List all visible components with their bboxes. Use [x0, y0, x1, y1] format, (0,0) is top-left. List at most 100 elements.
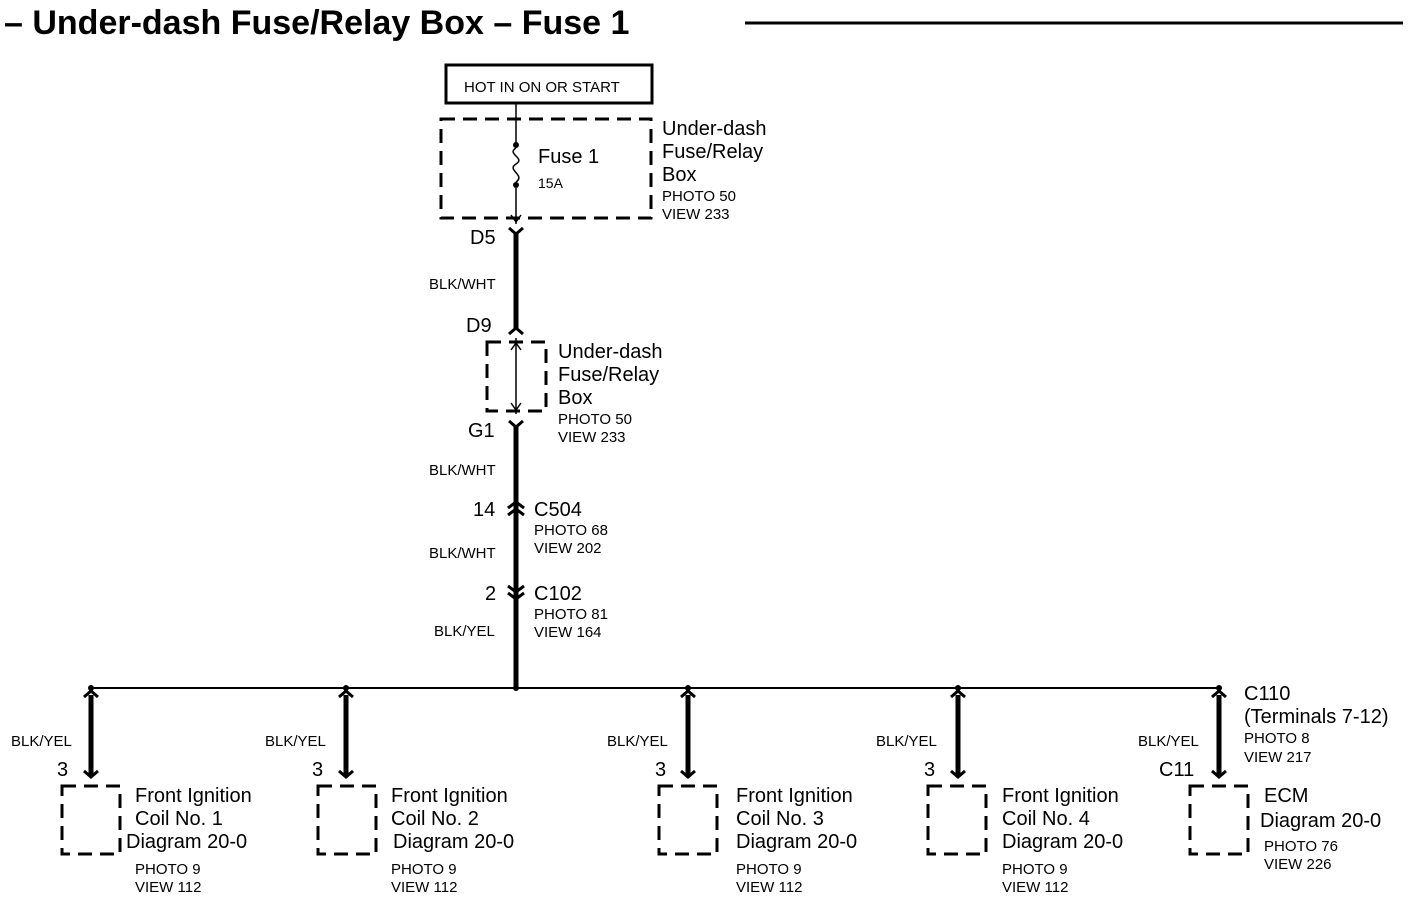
load-name-line: Diagram 20-0 [393, 831, 514, 853]
load-name-line: Coil No. 4 [1002, 808, 1090, 830]
c102-view: VIEW 164 [534, 624, 602, 641]
c102-photo: PHOTO 81 [534, 606, 608, 623]
load-name-line: Diagram 20-0 [126, 831, 247, 853]
load-photo: PHOTO 9 [736, 861, 802, 878]
load-name-line: Front Ignition [391, 785, 508, 807]
bus-tap-point [88, 685, 94, 691]
c102-connector-icon [507, 584, 525, 601]
load-pin: 3 [924, 759, 935, 781]
hot-label-box [444, 63, 654, 105]
c110-pin-icon [83, 689, 99, 699]
load-view: VIEW 112 [391, 879, 457, 896]
c504-name: C504 [534, 499, 582, 521]
fuse-box-name-line: Fuse/Relay [662, 141, 763, 163]
load-name-line: Front Ignition [736, 785, 853, 807]
load-pin: 3 [655, 759, 666, 781]
hot-label: HOT IN ON OR START [464, 79, 620, 96]
page-title: – Under-dash Fuse/Relay Box – Fuse 1 [4, 4, 629, 42]
relay-box-view: VIEW 233 [558, 429, 626, 446]
load-name-line: Diagram 20-0 [1002, 831, 1123, 853]
relay-box-name-line: Under-dash [558, 341, 663, 363]
load-name-line: Diagram 20-0 [736, 831, 857, 853]
load-pin: 3 [57, 759, 68, 781]
load-name-line: Coil No. 2 [391, 808, 479, 830]
relay-box-name-line: Fuse/Relay [558, 364, 659, 386]
load-view: VIEW 226 [1264, 856, 1332, 873]
fuse-rating: 15A [538, 175, 564, 191]
c110-photo: PHOTO 8 [1244, 730, 1310, 747]
fuse-name: Fuse 1 [538, 146, 599, 168]
load-pin: 3 [312, 759, 323, 781]
splice-point [513, 685, 519, 691]
fuse-box-view: VIEW 233 [662, 206, 730, 223]
fuse-box [439, 117, 653, 220]
load-photo: PHOTO 9 [1002, 861, 1068, 878]
relay-jumper [510, 338, 522, 414]
c102-name: C102 [534, 583, 582, 605]
load-name-line: Front Ignition [135, 785, 252, 807]
load-box [60, 784, 122, 856]
relay-box-photo: PHOTO 50 [558, 411, 632, 428]
load-branch: BLK/YEL C11 ECM Diagram 20-0 PHOTO 76 VI… [1138, 685, 1381, 873]
load-pin: C11 [1159, 759, 1194, 781]
fuse-symbol [510, 103, 522, 224]
load-wire-color: BLK/YEL [265, 733, 326, 750]
wire-color-label: BLK/WHT [429, 276, 496, 293]
c102-pin: 2 [485, 583, 496, 605]
load-box [657, 784, 719, 856]
load-connector-icon [950, 769, 966, 779]
load-connector-icon [680, 769, 696, 779]
bus-tap-point [955, 685, 961, 691]
fuse-box-photo: PHOTO 50 [662, 188, 736, 205]
load-name-line: ECM [1264, 785, 1308, 807]
load-branch: BLK/YEL 3 Front Ignition Coil No. 2 Diag… [265, 685, 514, 896]
wire-color-label: BLK/YEL [434, 623, 495, 640]
terminal-g1: G1 [468, 420, 495, 442]
wire-color-label: BLK/WHT [429, 545, 496, 562]
load-connector-icon [83, 769, 99, 779]
terminal-d5: D5 [470, 227, 496, 249]
c110-pin-icon [950, 689, 966, 699]
load-branch: BLK/YEL 3 Front Ignition Coil No. 3 Diag… [607, 685, 857, 896]
load-box [316, 784, 378, 856]
load-photo: PHOTO 76 [1264, 838, 1338, 855]
load-name-line: Front Ignition [1002, 785, 1119, 807]
terminal-d9: D9 [466, 315, 492, 337]
c110-pin-icon [338, 689, 354, 699]
load-name-line: Coil No. 3 [736, 808, 824, 830]
c110-view: VIEW 217 [1244, 749, 1312, 766]
c504-view: VIEW 202 [534, 540, 602, 557]
c504-pin: 14 [473, 499, 495, 521]
load-view: VIEW 112 [135, 879, 201, 896]
wire-color-label: BLK/WHT [429, 462, 496, 479]
load-connector-icon [338, 769, 354, 779]
load-wire-color: BLK/YEL [607, 733, 668, 750]
load-branch: BLK/YEL 3 Front Ignition Coil No. 4 Diag… [876, 685, 1123, 896]
c110-pin-icon [680, 689, 696, 699]
bus-tap-point [343, 685, 349, 691]
load-wire-color: BLK/YEL [876, 733, 937, 750]
load-box [926, 784, 988, 856]
relay-box-name-line: Box [558, 387, 592, 409]
d9-connector-icon [508, 326, 524, 336]
load-connector-icon [1211, 769, 1227, 779]
load-name-line: Coil No. 1 [135, 808, 223, 830]
fuse-box-name-line: Under-dash [662, 118, 767, 140]
bus-tap-point [685, 685, 691, 691]
c504-connector-icon [507, 500, 525, 517]
load-wire-color: BLK/YEL [1138, 733, 1199, 750]
fuse-box-name-line: Box [662, 164, 696, 186]
c110-name: C110 [1244, 683, 1290, 705]
c110-pin-icon [1211, 689, 1227, 699]
load-view: VIEW 112 [1002, 879, 1068, 896]
c504-photo: PHOTO 68 [534, 522, 608, 539]
load-box [1188, 784, 1250, 856]
load-photo: PHOTO 9 [135, 861, 201, 878]
load-wire-color: BLK/YEL [11, 733, 72, 750]
bus-tap-point [1216, 685, 1222, 691]
load-name-line: Diagram 20-0 [1260, 810, 1381, 832]
load-branch: BLK/YEL 3 Front Ignition Coil No. 1 Diag… [11, 685, 252, 896]
c110-terminals: (Terminals 7-12) [1244, 706, 1388, 728]
load-photo: PHOTO 9 [391, 861, 457, 878]
